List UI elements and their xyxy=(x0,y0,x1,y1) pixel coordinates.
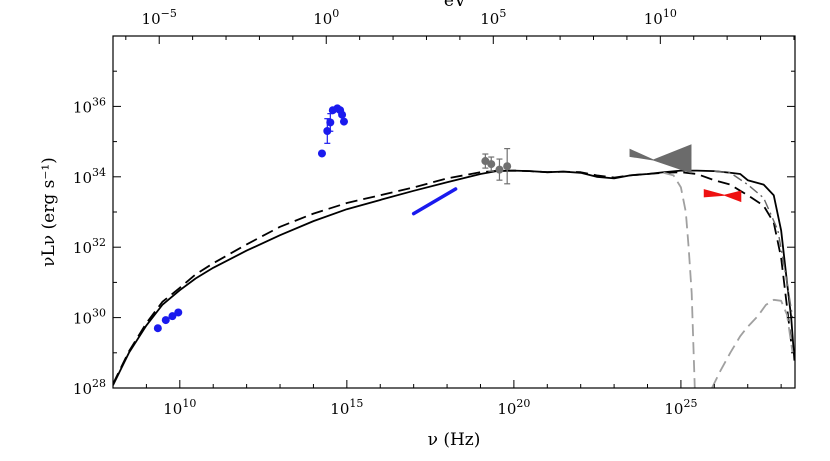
bowtie-region xyxy=(703,189,742,203)
top-x-tick-label: 1010 xyxy=(644,7,677,28)
data-point xyxy=(323,127,332,136)
model-curve-solid xyxy=(113,169,795,386)
data-point xyxy=(326,118,335,127)
data-point xyxy=(481,157,490,166)
x-axis-label: ν (Hz) xyxy=(428,430,481,450)
data-point xyxy=(495,165,504,174)
x-tick-label: 1010 xyxy=(163,397,196,418)
top-x-tick-label: 105 xyxy=(480,7,506,28)
y-tick-label: 1036 xyxy=(73,95,106,116)
data-point xyxy=(317,149,326,158)
model-curves xyxy=(113,169,795,388)
y-tick-label: 1034 xyxy=(73,166,106,187)
data-point xyxy=(153,324,162,333)
spectrum-segment xyxy=(411,187,458,216)
model-curve-dashed xyxy=(113,169,793,385)
model-curve-light-dashed xyxy=(711,298,794,388)
model-curve-dash-dot xyxy=(714,170,794,318)
data-point xyxy=(168,312,177,321)
tick-labels: 1010 1015 1020 1025 10−5 100 105 1010 1028 1030 10… xyxy=(73,7,698,418)
bowtie-region xyxy=(629,144,692,174)
top-axis-label: eV xyxy=(444,0,467,11)
data-points xyxy=(153,104,742,333)
model-curve-light-dashed xyxy=(663,171,696,388)
y-tick-label: 1030 xyxy=(73,307,106,328)
axis-ticks xyxy=(112,35,795,389)
data-point xyxy=(161,316,170,325)
data-point xyxy=(174,308,183,317)
top-x-tick-label: 10−5 xyxy=(142,7,177,28)
data-point xyxy=(503,162,512,171)
top-x-tick-label: 100 xyxy=(313,7,339,28)
data-point xyxy=(338,110,347,119)
y-axis-label: νLν (erg s⁻¹) xyxy=(39,157,59,267)
data-point xyxy=(339,117,348,126)
x-tick-label: 1020 xyxy=(497,397,530,418)
x-tick-label: 1025 xyxy=(664,397,697,418)
x-tick-label: 1015 xyxy=(330,397,363,418)
y-tick-label: 1028 xyxy=(73,377,106,398)
data-point xyxy=(487,160,496,169)
y-tick-label: 1032 xyxy=(73,236,106,257)
